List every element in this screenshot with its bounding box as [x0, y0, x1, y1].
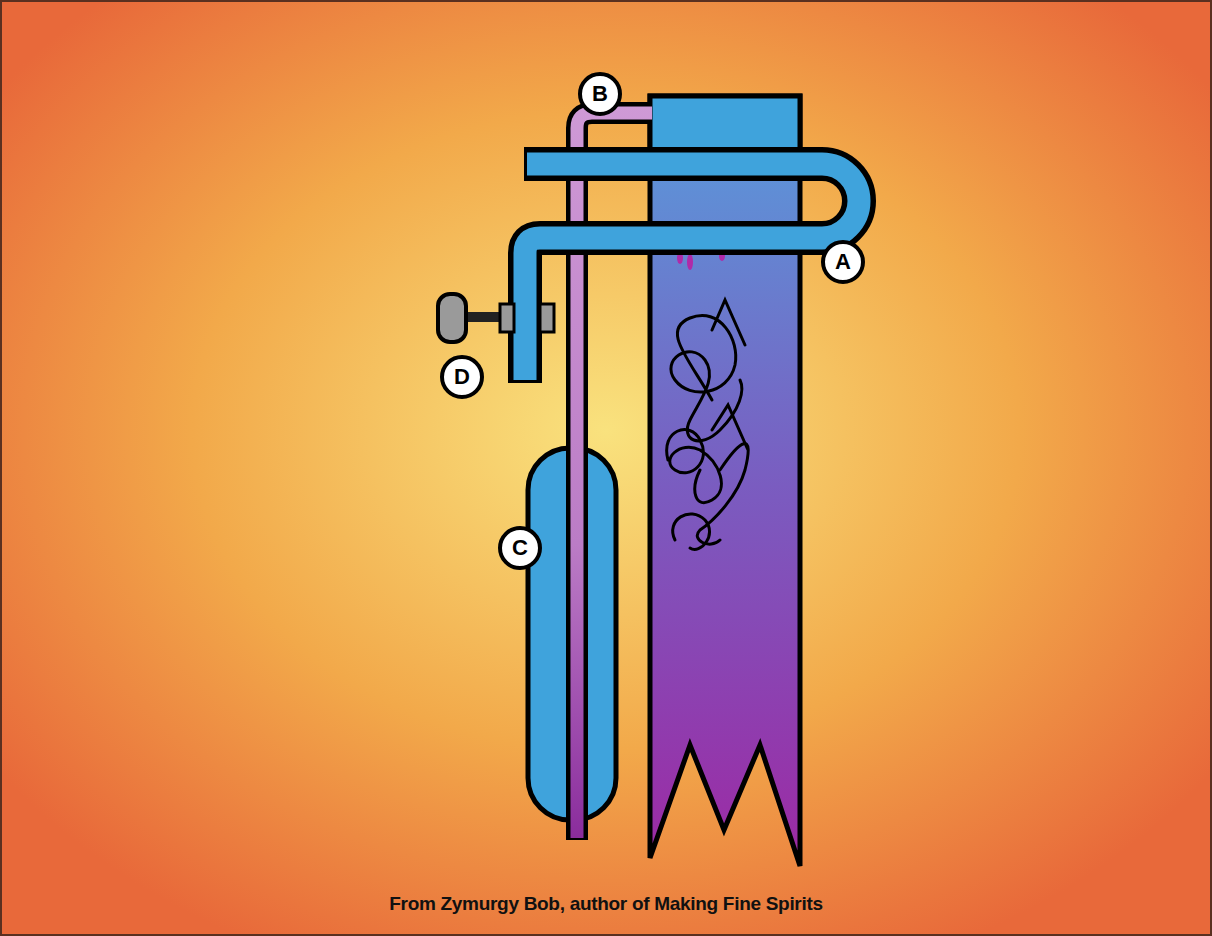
condenser-pipe — [525, 164, 859, 380]
callout-circles — [442, 74, 863, 568]
condenser-pipe-outline — [524, 164, 859, 383]
callout-letter: B — [583, 77, 617, 111]
callout-letter: C — [503, 531, 537, 565]
still-column — [650, 96, 800, 866]
column-packing — [667, 300, 749, 549]
caption: From Zymurgy Bob, author of Making Fine … — [0, 893, 1212, 915]
callout-letter: A — [826, 245, 860, 279]
callout-letter: D — [445, 360, 479, 394]
valve — [438, 294, 554, 342]
